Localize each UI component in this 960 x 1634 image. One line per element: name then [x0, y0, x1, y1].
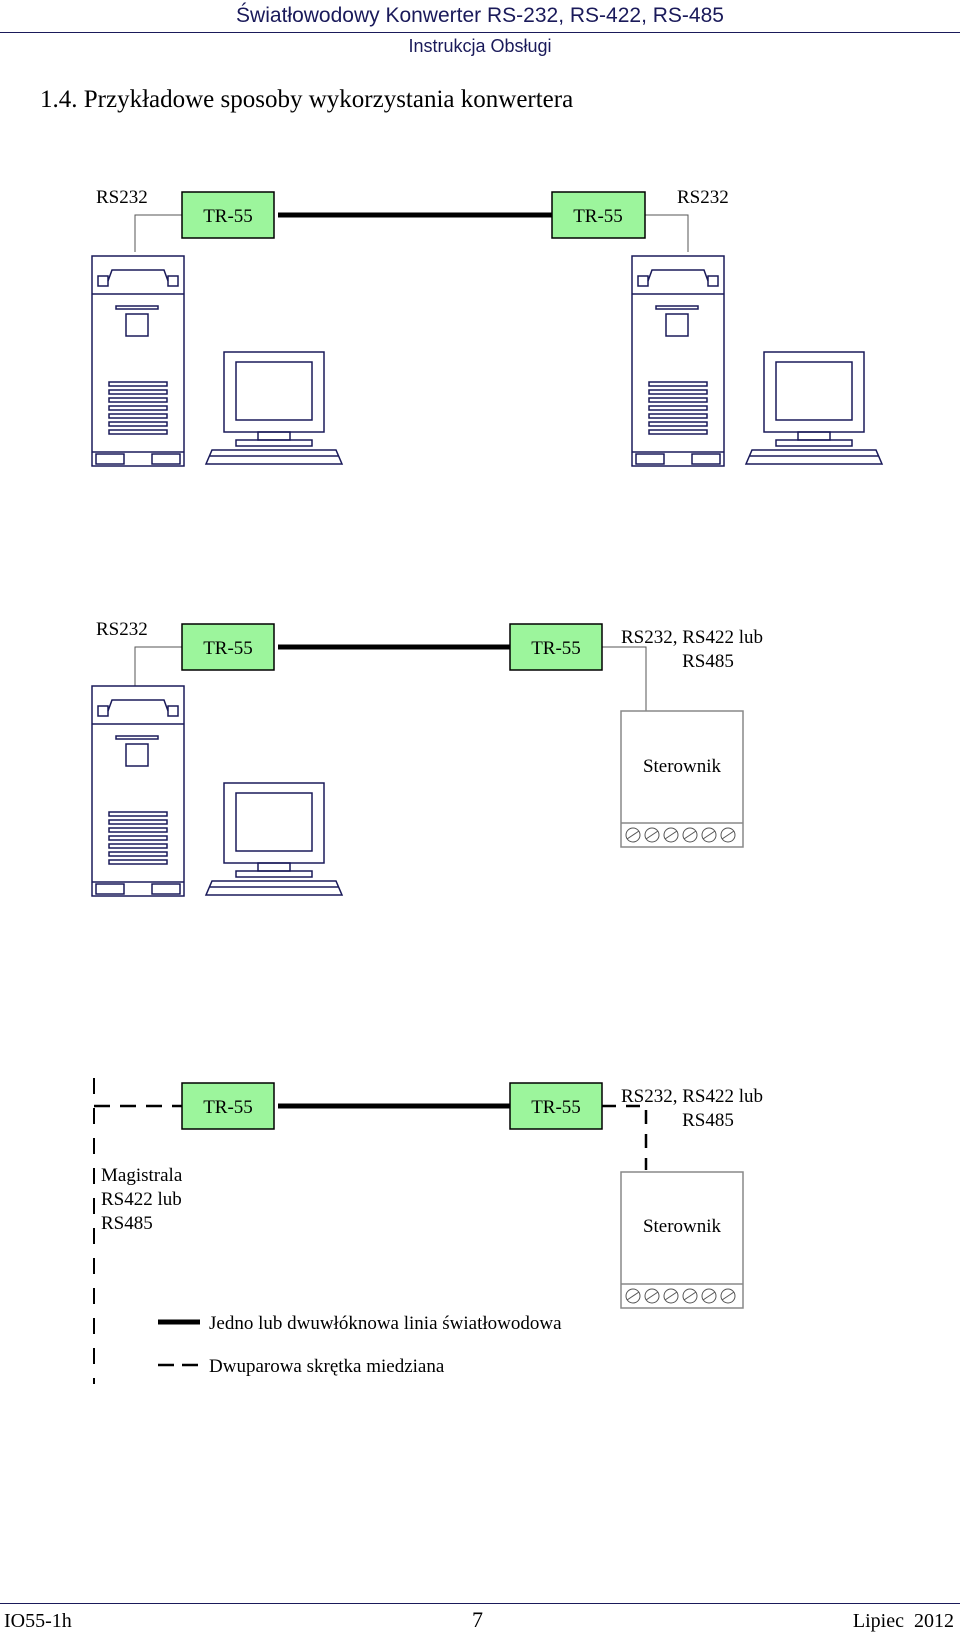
- monitor-icon: [205, 351, 343, 465]
- footer-rule: [0, 1603, 960, 1604]
- footer-page-number: 7: [472, 1607, 483, 1632]
- controller-icon: [620, 710, 744, 848]
- converter-label-left-3: TR-55: [203, 1097, 253, 1118]
- converter-box-right-3: [509, 1082, 603, 1130]
- converter-label-left-1: TR-55: [203, 206, 253, 227]
- controller-icon: [620, 1171, 744, 1309]
- converter-label-left-2: TR-55: [203, 638, 253, 659]
- monitor-icon: [205, 782, 343, 896]
- port-label-left-1: RS232: [96, 187, 148, 208]
- pc-tower-icon: [631, 255, 725, 467]
- header-rule: [0, 32, 960, 33]
- converter-box-left-3: [181, 1082, 275, 1130]
- footer-date: Lipiec 2012: [852, 1610, 954, 1632]
- legend-copper-label: Dwuparowa skrętka miedziana: [209, 1356, 445, 1377]
- bus-label-line3: RS485: [101, 1213, 153, 1234]
- section-title: 1.4. Przykładowe sposoby wykorzystania k…: [40, 86, 574, 113]
- bus-label-line2: RS422 lub: [101, 1189, 182, 1210]
- pc-tower-icon: [91, 685, 185, 897]
- converter-box-right-1: [551, 191, 646, 239]
- copper-link-right-3: [602, 1104, 648, 1170]
- converter-box-left-2: [181, 623, 275, 671]
- port-label-right-2-line1: RS232, RS422 lub: [621, 627, 763, 648]
- legend: Jedno lub dwuwłóknowa linia światłowodow…: [158, 1313, 562, 1377]
- port-label-left-2: RS232: [96, 619, 148, 640]
- rs232-wire-left-1: [134, 214, 182, 252]
- header-title: Światłowodowy Konwerter RS-232, RS-422, …: [236, 4, 724, 27]
- controller-label-3: Sterownik: [643, 1216, 722, 1237]
- serial-wire-right-2: [601, 646, 647, 711]
- controller-label-2: Sterownik: [643, 756, 722, 777]
- legend-fiber-label: Jedno lub dwuwłóknowa linia światłowodow…: [209, 1313, 562, 1334]
- converter-box-left-1: [181, 191, 275, 239]
- port-label-right-1: RS232: [677, 187, 729, 208]
- converter-label-right-2: TR-55: [531, 638, 581, 659]
- header-subtitle: Instrukcja Obsługi: [408, 36, 552, 56]
- diagram-3: TR-55 TR-55 RS232, RS422 lub RS485 Magis…: [93, 1078, 763, 1384]
- monitor-icon: [745, 351, 883, 465]
- footer-doc-id: IO55-1h: [4, 1610, 72, 1632]
- port-label-right-3-line1: RS232, RS422 lub: [621, 1086, 763, 1107]
- port-label-right-3-line2: RS485: [682, 1110, 734, 1131]
- port-label-right-2-line2: RS485: [682, 651, 734, 672]
- bus-label-line1: Magistrala: [101, 1165, 183, 1186]
- rs232-wire-right-1: [645, 214, 689, 252]
- converter-label-right-1: TR-55: [573, 206, 623, 227]
- pc-tower-icon: [91, 255, 185, 467]
- diagram-1: TR-55 TR-55 RS232 RS232: [91, 187, 883, 467]
- converter-label-right-3: TR-55: [531, 1097, 581, 1118]
- diagram-2: TR-55 TR-55 RS232 RS232, RS422 lub RS485…: [91, 619, 763, 897]
- rs232-wire-left-2: [134, 646, 182, 686]
- converter-box-right-2: [509, 623, 603, 671]
